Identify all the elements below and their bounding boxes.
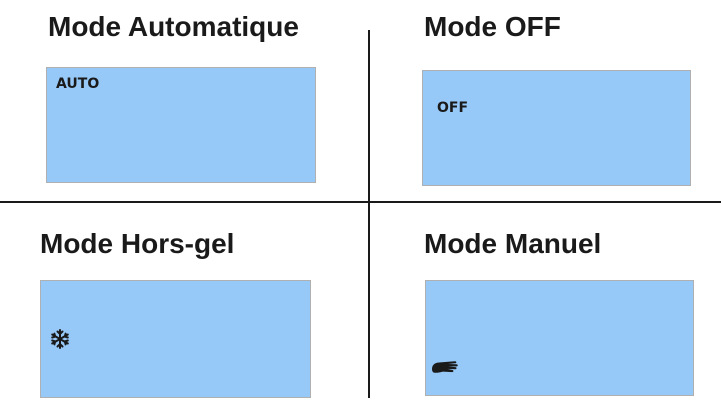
frost-mode-title: Mode Hors-gel	[40, 228, 235, 259]
manual-mode-screen	[425, 280, 694, 396]
horizontal-divider	[0, 201, 721, 203]
off-display-label: OFF	[437, 100, 469, 116]
auto-mode-title: Mode Automatique	[48, 11, 299, 42]
off-mode-screen: OFF	[422, 70, 691, 186]
vertical-divider	[368, 30, 370, 398]
hand-icon	[431, 359, 459, 379]
manual-mode-title: Mode Manuel	[424, 228, 602, 259]
frost-mode-screen	[40, 280, 311, 398]
auto-display-label: AUTO	[56, 76, 100, 92]
snowflake-icon	[49, 328, 71, 354]
auto-mode-screen: AUTO	[46, 67, 316, 183]
off-mode-title: Mode OFF	[424, 11, 561, 42]
